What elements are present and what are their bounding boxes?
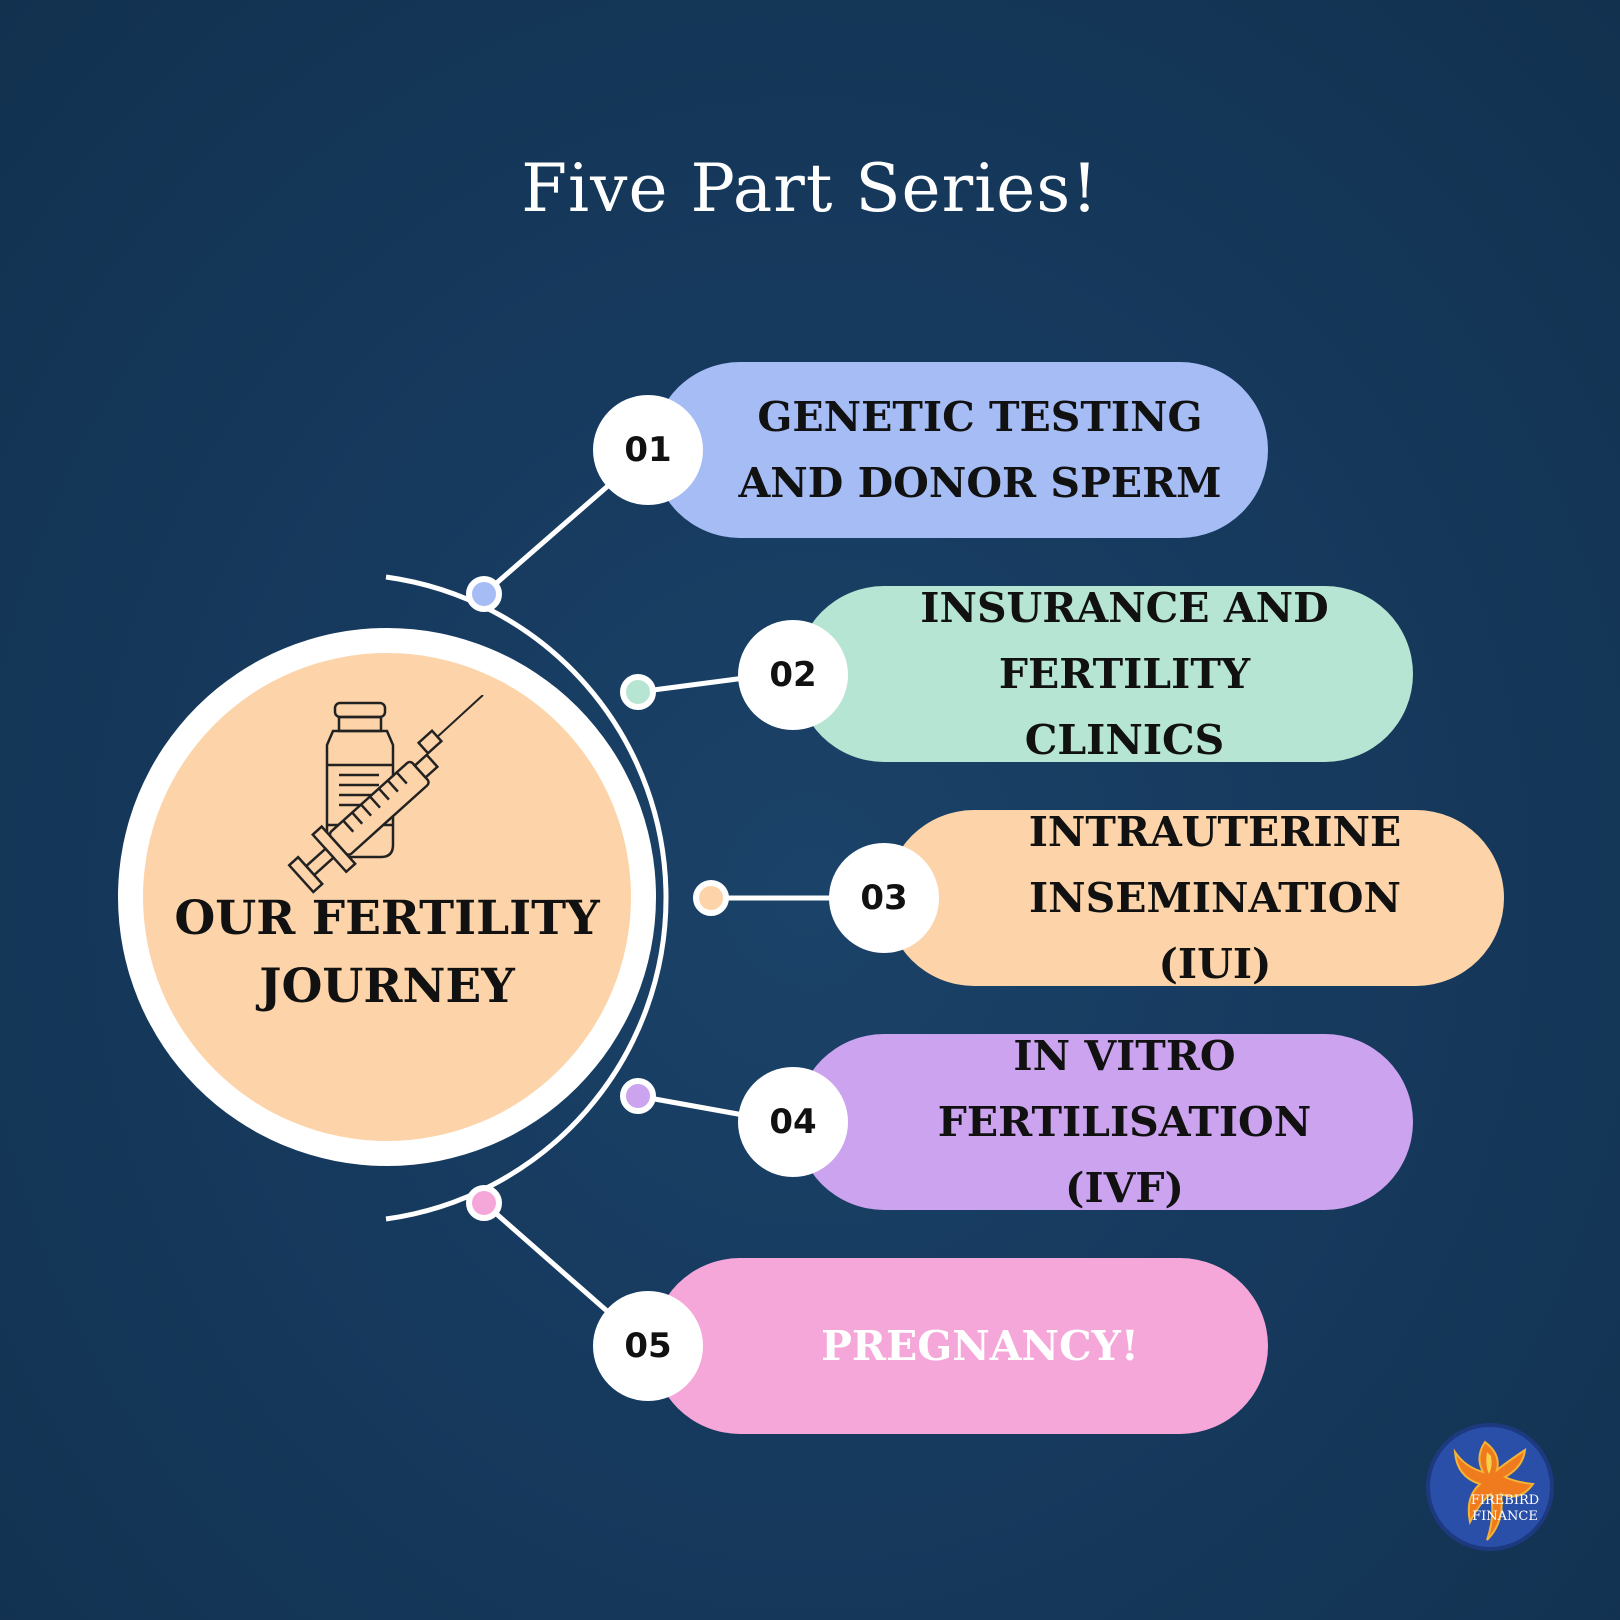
connector-dot-5 [466,1185,502,1221]
step-card-1: GENETIC TESTING AND DONOR SPERM [652,362,1268,538]
connector-dot-4 [620,1078,656,1114]
step-label-3: INTRAUTERINE INSEMINATION (IUI) [1028,808,1402,988]
step-number-badge-1: 01 [593,395,703,505]
connector-dot-2 [620,674,656,710]
step-number-badge-4: 04 [738,1067,848,1177]
hub-label: OUR FERTILITY JOURNEY [174,891,600,1014]
step-label-2: INSURANCE AND FERTILITY CLINICS [920,584,1329,764]
logo-text-line1: FIREBIRD [1471,1493,1539,1508]
vial-syringe-icon [287,695,484,894]
phoenix-icon [1453,1440,1535,1541]
step-label-4: IN VITRO FERTILISATION (IVF) [937,1032,1312,1212]
hub-circle: OUR FERTILITY JOURNEY [143,653,631,1141]
page-title: Five Part Series! [521,150,1099,227]
step-number-badge-5: 05 [593,1291,703,1401]
step-card-2: INSURANCE AND FERTILITY CLINICS [796,584,1413,764]
timeline-arc [385,574,669,1222]
step-card-3: INTRAUTERINE INSEMINATION (IUI) [886,808,1504,988]
step-label-5: PREGNANCY! [821,1322,1139,1370]
step-card-5: PREGNANCY! [652,1258,1268,1434]
step-label-1: GENETIC TESTING AND DONOR SPERM [738,393,1222,507]
logo-text-line2: FINANCE [1472,1509,1538,1524]
step-number-badge-3: 03 [829,843,939,953]
firebird-finance-logo: FIREBIRD FINANCE [1426,1423,1554,1551]
connector-dot-3 [693,880,729,916]
step-card-4: IN VITRO FERTILISATION (IVF) [796,1032,1413,1212]
connector-dot-1 [466,576,502,612]
step-number-badge-2: 02 [738,620,848,730]
